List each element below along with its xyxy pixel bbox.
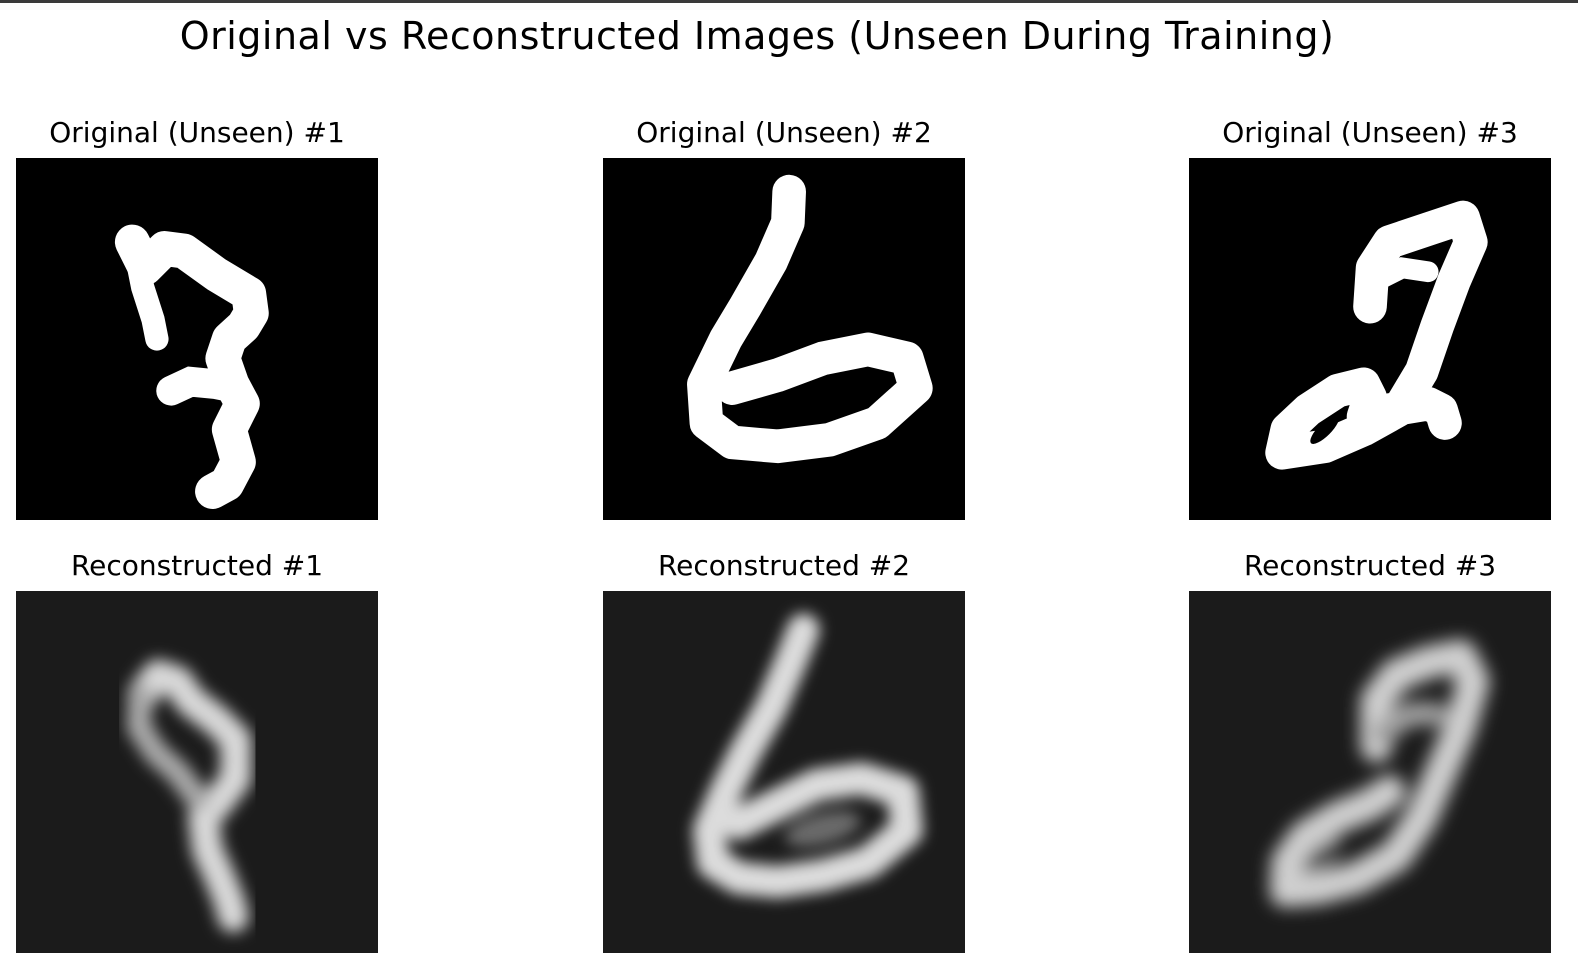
- reconstructed-image-3: [1189, 591, 1551, 953]
- reconstructed-3-digit-loop-fill: [1303, 839, 1342, 873]
- original-image-3: [1189, 158, 1551, 520]
- reconstructed-2-digit-stroke: [692, 613, 923, 899]
- reconstructed-2-title: Reconstructed #2: [657, 549, 911, 582]
- original-1-digit-crossbar: [156, 366, 251, 406]
- reconstructed-3-digit-upper-inner: [1371, 702, 1447, 745]
- reconstructed-image-1: [16, 591, 378, 953]
- original-3-background: [1189, 158, 1551, 520]
- reconstructed-image-2: [603, 591, 965, 953]
- original-3-digit-stroke: [1265, 200, 1488, 470]
- original-3-digit-upper-inner: [1366, 257, 1439, 292]
- original-1-digit-left-tail: [124, 243, 169, 351]
- original-1-title: Original (Unseen) #1: [49, 116, 345, 149]
- original-1-background: [16, 158, 378, 520]
- original-2-title: Original (Unseen) #2: [636, 116, 932, 149]
- figure-title: Original vs Reconstructed Images (Unseen…: [179, 14, 1335, 58]
- original-3-digit-loop-hole: [1310, 415, 1340, 444]
- original-1-digit-stroke: [114, 224, 269, 510]
- original-2-digit-loop-hole: [803, 386, 858, 410]
- reconstructed-3-title: Reconstructed #3: [1243, 549, 1497, 582]
- reconstructed-1-background: [16, 591, 378, 953]
- original-2-digit-stroke: [687, 174, 933, 464]
- reconstructed-1-digit-loop: [126, 682, 210, 811]
- original-image-1: [16, 158, 378, 520]
- reconstructed-3-digit-stroke: [1269, 639, 1490, 908]
- reconstructed-1-digit-stroke: [127, 659, 252, 933]
- window-top-border: [0, 0, 1578, 3]
- original-3-title: Original (Unseen) #3: [1222, 116, 1518, 149]
- reconstructed-2-digit-loop-fill: [785, 810, 861, 847]
- reconstructed-1-title: Reconstructed #1: [70, 549, 324, 582]
- original-image-2: [603, 158, 965, 520]
- reconstructed-3-background: [1189, 591, 1551, 953]
